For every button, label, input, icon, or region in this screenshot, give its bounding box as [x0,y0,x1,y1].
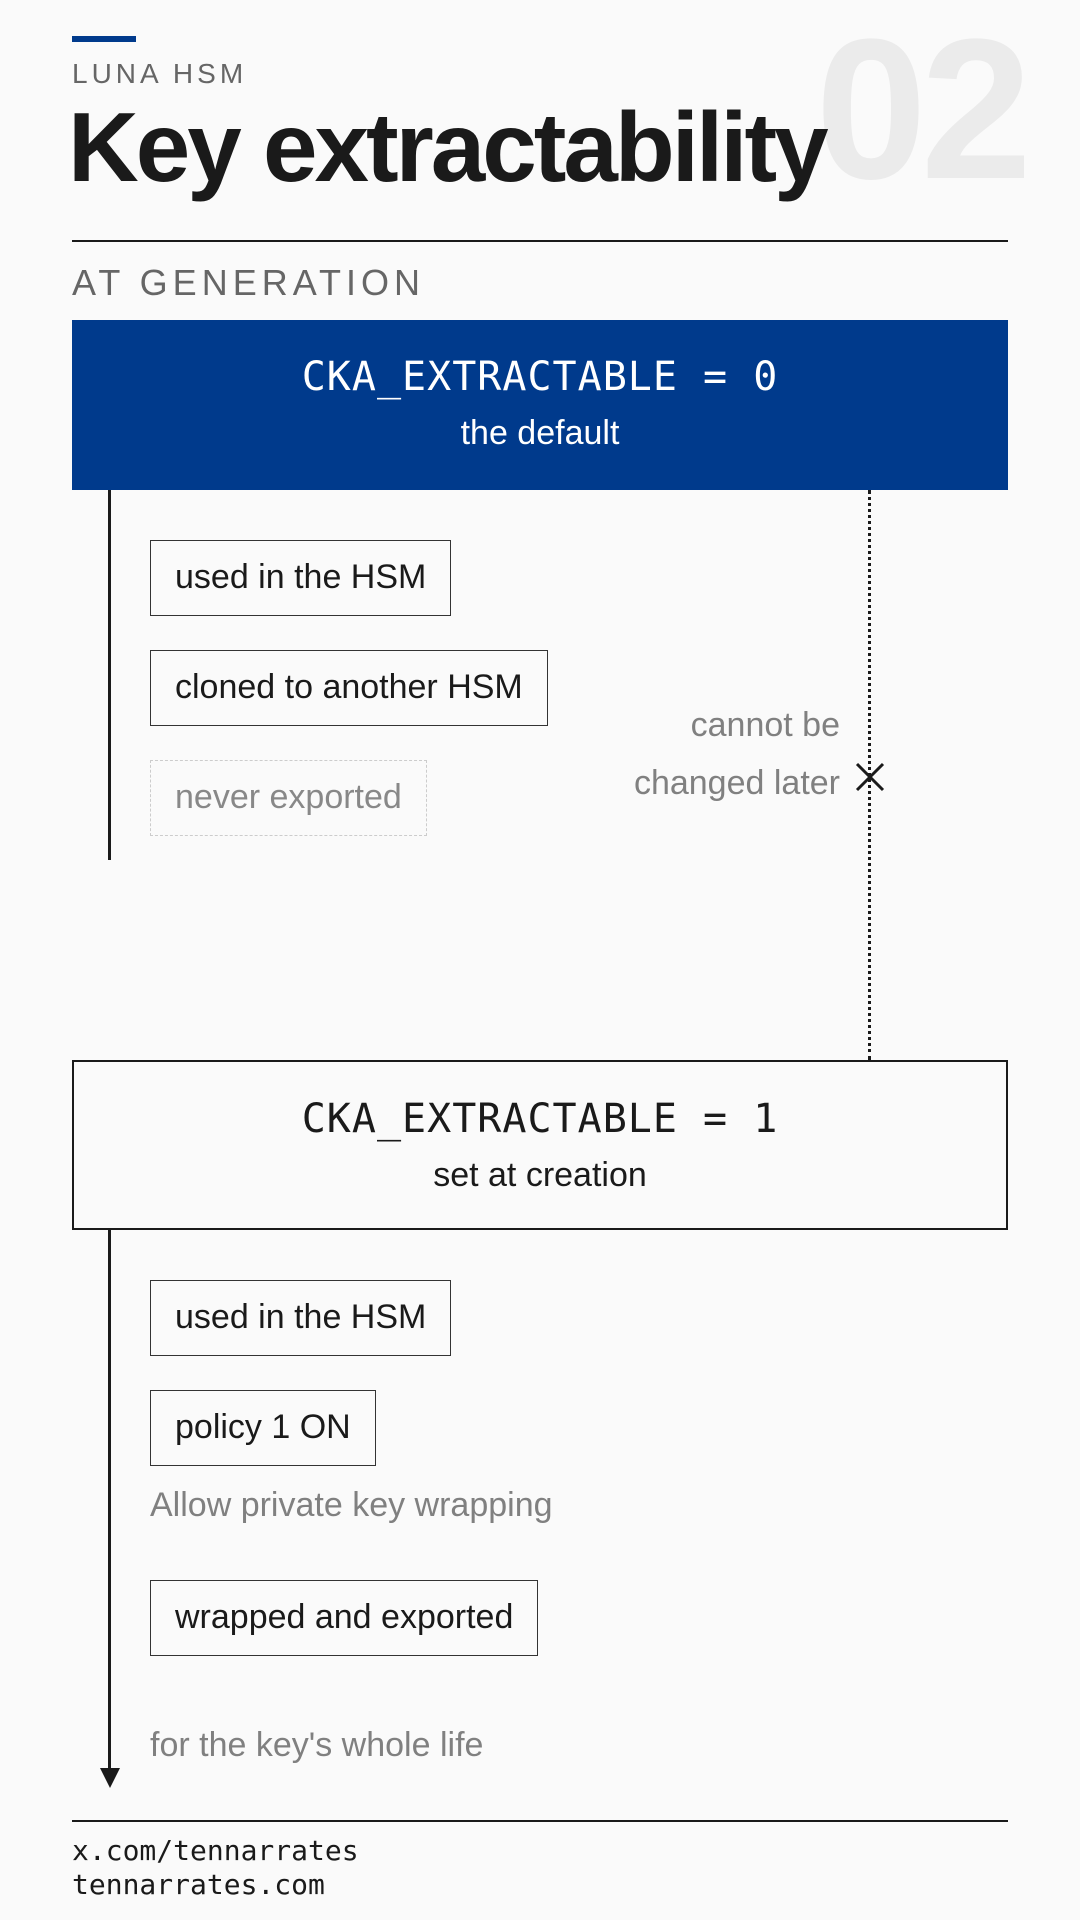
default-item-never-exported: never exported [150,760,427,836]
accent-bar [72,36,136,42]
extractable-timeline-line [108,1230,111,1770]
section-number: 02 [815,0,1032,221]
footer-link-x[interactable]: x.com/tennarrates [72,1834,359,1867]
page-title: Key extractability [68,92,829,202]
extractable-code-label: CKA_EXTRACTABLE = 1 [301,1096,779,1142]
lifetime-note: for the key's whole life [150,1726,484,1764]
side-note-line1: cannot be [690,706,840,744]
extractable-item-policy: policy 1 ON [150,1390,376,1466]
footer-link-site[interactable]: tennarrates.com [72,1868,325,1901]
footer-divider [72,1820,1008,1822]
side-note-line2: changed later [633,764,840,802]
eyebrow-label: LUNA HSM [72,58,248,89]
extractable-item-used-in-hsm: used in the HSM [150,1280,452,1356]
cross-icon [855,762,885,792]
extractable-item-wrapped: wrapped and exported [150,1580,539,1656]
default-item-used-in-hsm: used in the HSM [150,540,452,616]
default-timeline-line [108,490,111,860]
default-subtitle: the default [460,414,620,452]
default-code-label: CKA_EXTRACTABLE = 0 [301,354,779,400]
default-header-block: CKA_EXTRACTABLE = 0 the default [72,320,1008,490]
extractable-subtitle: set at creation [433,1156,647,1194]
header-divider [72,240,1008,242]
default-item-cloned: cloned to another HSM [150,650,548,726]
arrow-down-icon [100,1768,120,1788]
extractable-header-block: CKA_EXTRACTABLE = 1 set at creation [72,1060,1008,1230]
section-label: AT GENERATION [72,262,426,303]
policy-note: Allow private key wrapping [150,1486,553,1524]
